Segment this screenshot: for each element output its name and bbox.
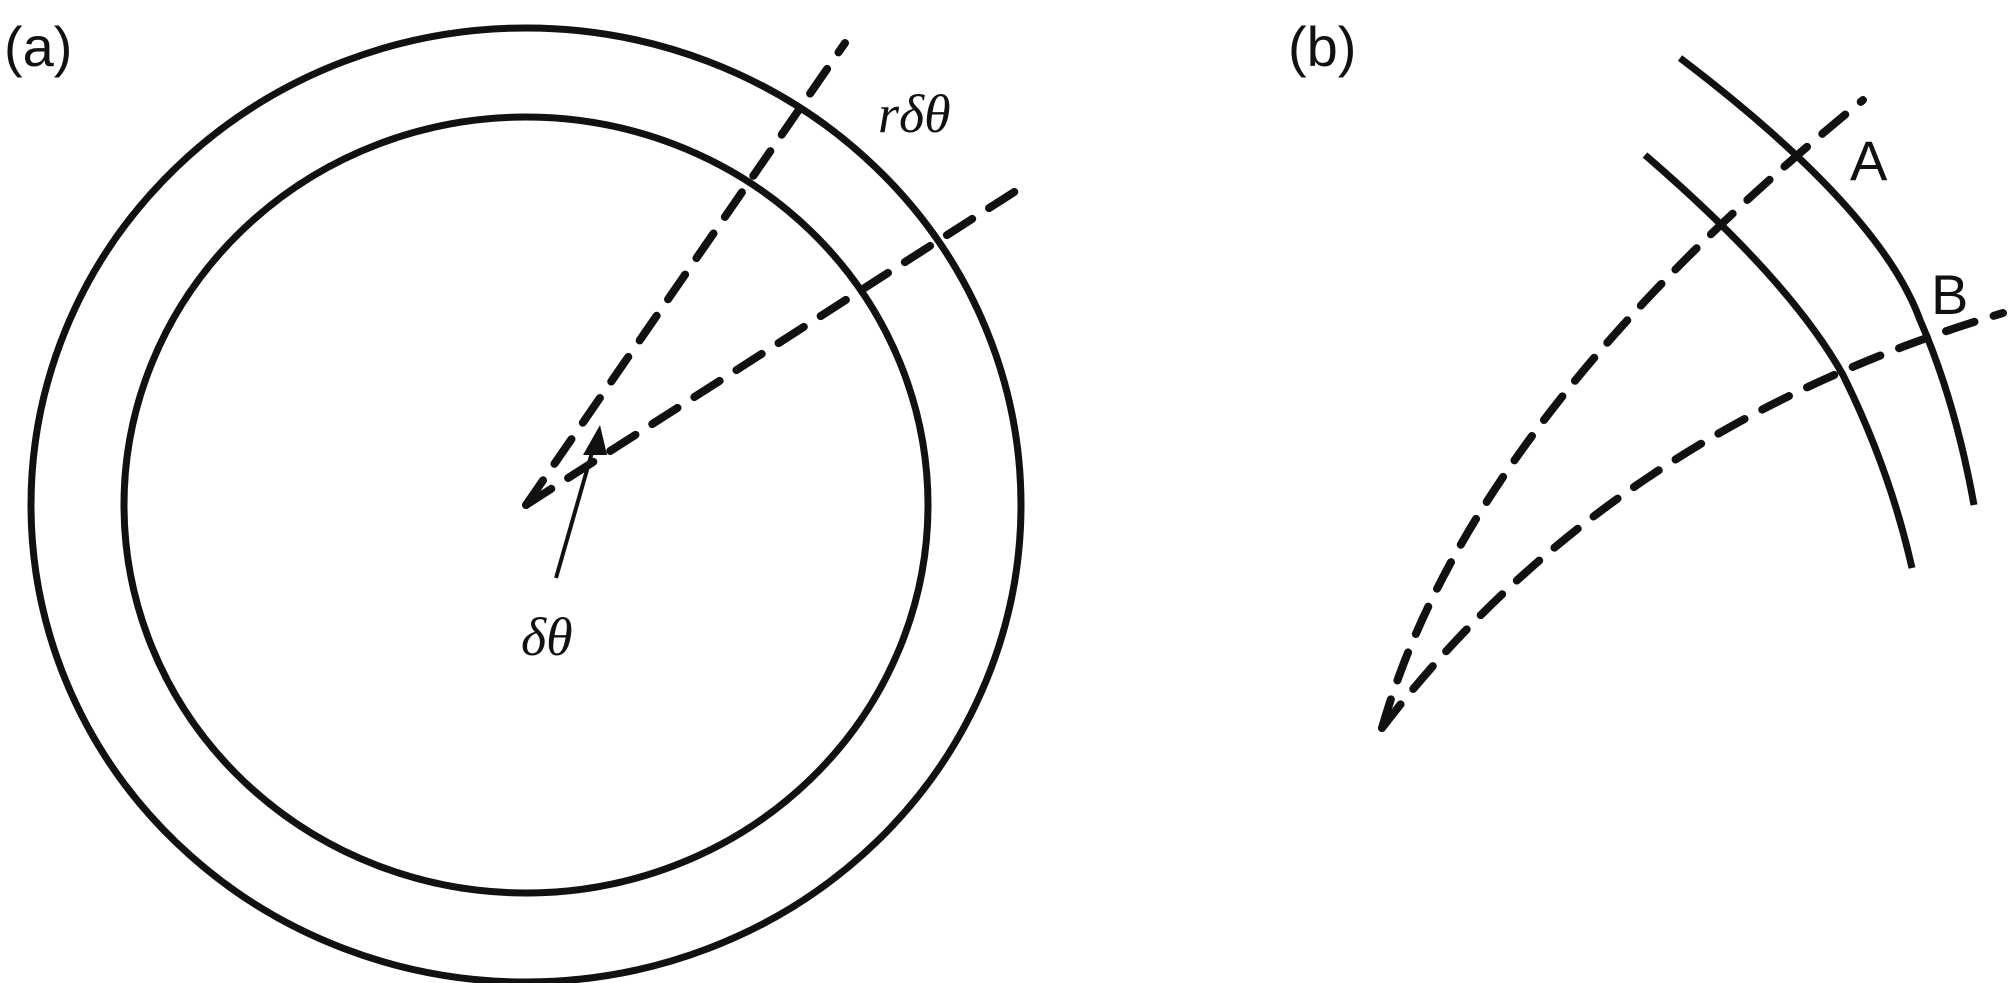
curved-dashed-line-b xyxy=(1378,309,2007,732)
arc-length-label: rδθ xyxy=(878,84,951,144)
radial-dashed-line-2 xyxy=(522,183,1026,509)
angle-pointer-arrowhead xyxy=(583,425,607,455)
radial-dashed-line-1 xyxy=(522,39,849,509)
panel-b: (b) A B xyxy=(1288,15,2007,732)
angle-pointer-line xyxy=(554,434,599,579)
panel-a-label: (a) xyxy=(4,15,72,78)
inner-ring-circle xyxy=(120,113,932,897)
outer-arc xyxy=(1677,55,1978,506)
panel-b-label: (b) xyxy=(1288,15,1356,78)
point-b-label: B xyxy=(1931,263,1968,326)
angle-label: δθ xyxy=(521,607,573,667)
point-a-label: A xyxy=(1850,129,1888,192)
outer-ring-circle xyxy=(27,24,1025,983)
panel-a: (a) rδθ δθ xyxy=(4,15,1026,983)
curved-dashed-line-a xyxy=(1378,96,1867,732)
